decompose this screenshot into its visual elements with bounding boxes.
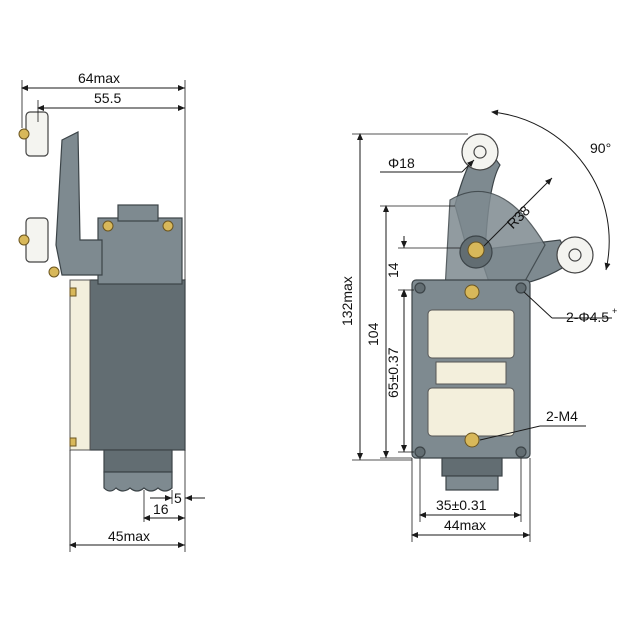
dim-2-phi4-5: 2-Φ4.5 xyxy=(566,309,609,325)
dim-55-5: 55.5 xyxy=(94,90,121,106)
front-roller-upper-axle xyxy=(473,145,487,159)
side-screw-top-left xyxy=(102,220,114,232)
side-lever-screw xyxy=(48,266,60,278)
dim-16: 16 xyxy=(153,501,169,517)
dim-45max: 45max xyxy=(108,528,150,544)
side-gland-nut xyxy=(103,471,173,492)
side-dimensions: 64max 55.5 45max 16 5 xyxy=(21,70,205,552)
dim-65-0-37: 65±0.37 xyxy=(385,347,401,398)
side-body xyxy=(89,279,186,451)
dim-64max: 64max xyxy=(78,70,120,86)
dim-44max: 44max xyxy=(444,517,486,533)
dim-90deg: 90° xyxy=(590,140,611,156)
front-gland xyxy=(441,457,503,477)
front-gland-nut xyxy=(445,475,499,491)
side-plate-clip-bottom xyxy=(69,437,77,447)
dim-5: 5 xyxy=(174,490,182,506)
front-mount-hole-tr xyxy=(515,282,527,294)
dim-14: 14 xyxy=(385,262,401,278)
side-screw-top-right xyxy=(162,220,174,232)
front-screw-bottom xyxy=(464,432,480,448)
dim-104: 104 xyxy=(365,322,381,346)
dim-35-0-31: 35±0.31 xyxy=(436,497,487,513)
side-lever-arm xyxy=(55,131,103,276)
front-mount-hole-tl xyxy=(414,282,426,294)
front-roller-lower-axle xyxy=(568,248,582,262)
dim-132max: 132max xyxy=(339,276,355,326)
front-pivot-screw xyxy=(467,241,485,259)
front-mount-hole-bl xyxy=(414,446,426,458)
front-screw-top xyxy=(464,284,480,300)
side-roller-lower-axle xyxy=(18,234,30,246)
side-roller-upper-axle xyxy=(18,128,30,140)
front-window-lower xyxy=(427,387,515,437)
front-window-middle xyxy=(435,361,507,385)
dim-phi18: Φ18 xyxy=(388,155,415,171)
front-view xyxy=(411,133,594,491)
side-cover-plate xyxy=(69,279,91,451)
side-gland xyxy=(103,449,173,473)
side-plate-clip-top xyxy=(69,287,77,297)
dim-2-m4: 2-M4 xyxy=(546,408,578,424)
front-mount-hole-br xyxy=(515,446,527,458)
dim-2-phi4-5-tol: + xyxy=(612,306,617,316)
front-window-upper xyxy=(427,309,515,359)
side-view xyxy=(18,111,186,492)
front-dimensions: 90° R38 Φ18 132max 104 65±0.37 14 2-Φ4.5… xyxy=(339,109,617,542)
side-head-cap xyxy=(117,204,159,222)
